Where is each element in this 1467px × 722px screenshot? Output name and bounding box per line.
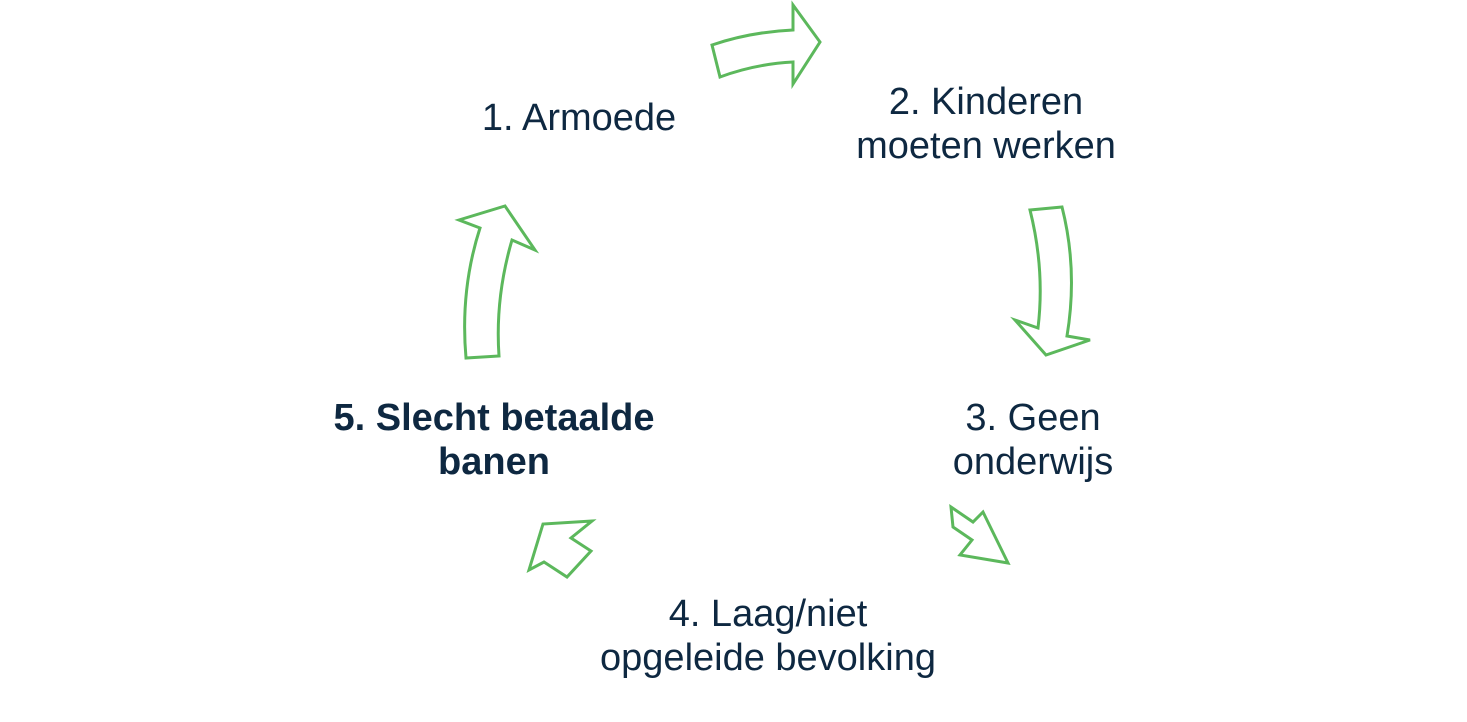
step-5-line-2: banen [438,441,550,483]
step-3-line-1: 3. Geen [965,397,1101,439]
step-4-line-1: 4. Laag/niet [668,593,868,635]
step-1-line-1: 1. Armoede [481,97,677,139]
step-2-kinderen-moeten-werken: 2. Kinderen moeten werken [856,80,1116,168]
step-3-geen-onderwijs: 3. Geen onderwijs [953,396,1114,484]
arrow-3-to-4-icon [949,503,1011,565]
step-4-laag-niet-opgeleide-bevolking: 4. Laag/niet opgeleide bevolking [600,592,936,680]
arrow-4-to-5-icon [526,519,597,579]
arrow-5-to-1-icon [454,204,540,360]
step-3-line-2: onderwijs [952,441,1114,483]
step-5-slecht-betaalde-banen: 5. Slecht betaalde banen [333,396,654,484]
step-2-line-1: 2. Kinderen [888,81,1084,123]
step-4-line-2: opgeleide bevolking [600,637,936,679]
arrow-2-to-3-icon [1010,205,1091,357]
step-1-armoede: 1. Armoede [482,96,676,140]
arrow-1-to-2-icon [710,0,822,90]
step-2-line-2: moeten werken [856,125,1116,167]
step-5-line-1: 5. Slecht betaalde [333,397,655,439]
